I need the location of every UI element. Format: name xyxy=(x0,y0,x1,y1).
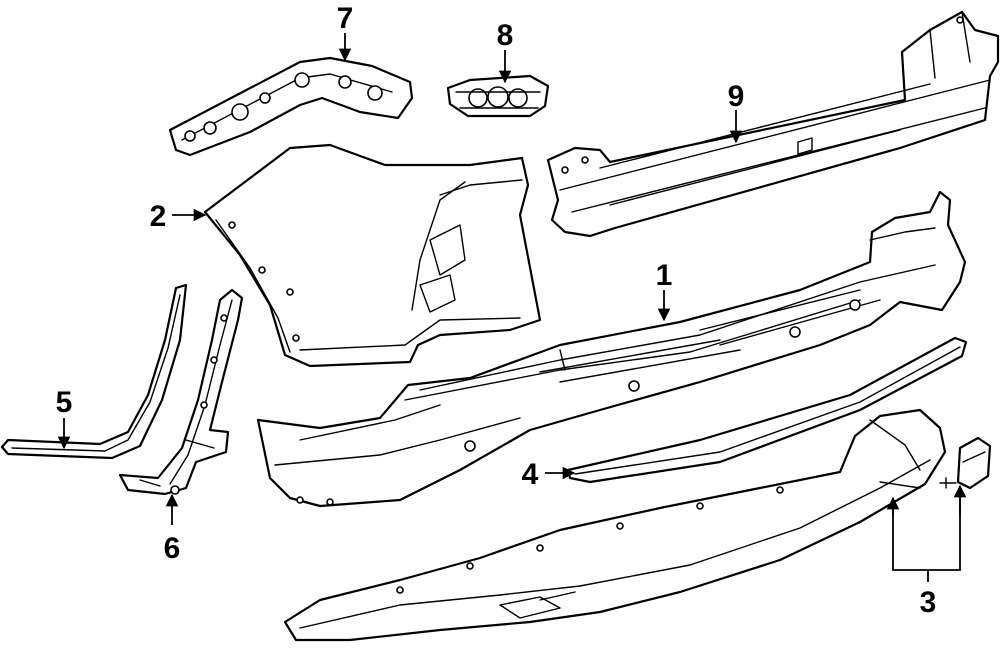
callout-5: 5 xyxy=(56,386,73,419)
part-1-bumper-cover[interactable] xyxy=(256,190,967,508)
leader-3-bracket xyxy=(892,486,961,571)
part-4-molding-strip[interactable] xyxy=(566,336,968,484)
part-9-reinforcement-beam[interactable] xyxy=(546,10,1000,238)
part-6-side-bracket[interactable] xyxy=(118,288,244,496)
callout-8: 8 xyxy=(497,19,514,52)
part-8-clip[interactable] xyxy=(446,74,550,118)
part-3-cap[interactable] xyxy=(939,436,992,490)
callout-labels: 7 8 9 2 1 5 4 6 3 xyxy=(56,2,937,619)
callout-7: 7 xyxy=(337,2,354,35)
callout-3: 3 xyxy=(920,586,937,619)
callout-4: 4 xyxy=(522,458,539,491)
callout-9: 9 xyxy=(728,80,745,113)
part-2-end-cover[interactable] xyxy=(203,143,542,368)
part-5-trim-strip[interactable] xyxy=(0,283,188,460)
part-7-bracket[interactable] xyxy=(168,56,414,157)
leader-lines xyxy=(57,33,967,582)
callout-2: 2 xyxy=(150,200,167,233)
callout-6: 6 xyxy=(164,532,181,565)
part-3-lower-valance[interactable] xyxy=(283,408,947,642)
callout-1: 1 xyxy=(656,259,673,292)
